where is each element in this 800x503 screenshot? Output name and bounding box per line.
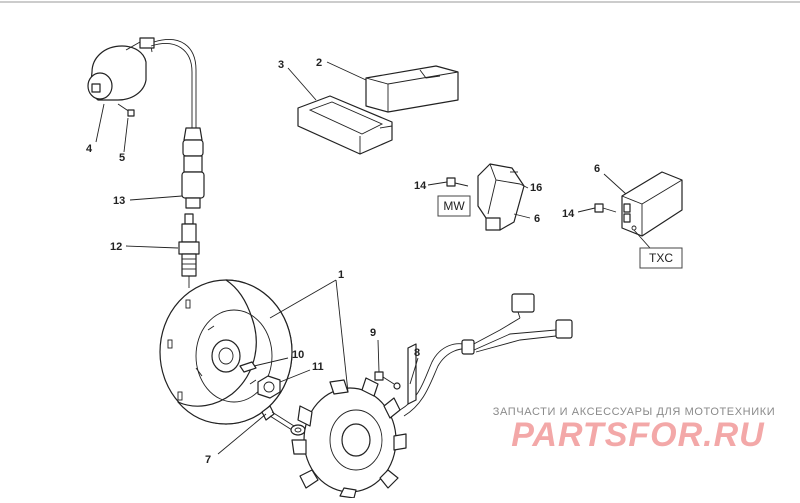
stator-screw-icon	[261, 405, 306, 436]
watermark: ЗАПЧАСТИ И АКСЕССУАРЫ ДЛЯ МОТОТЕХНИКИ PA…	[493, 406, 775, 454]
callout-1: 1	[338, 269, 344, 281]
flywheel-icon	[159, 279, 293, 425]
callout-8: 8	[414, 347, 420, 359]
plug-cap-icon	[181, 127, 205, 209]
flywheel-nut-icon	[257, 375, 281, 399]
callout-11: 11	[312, 361, 324, 373]
txc-box: TXC	[639, 247, 683, 269]
callout-6-txc: 6	[594, 163, 600, 175]
callout-6-mw: 6	[534, 213, 540, 225]
mw-box: MW	[437, 195, 471, 217]
callout-7: 7	[205, 454, 211, 466]
watermark-logo: PARTSFOR.RU	[511, 416, 765, 454]
callout-10: 10	[292, 349, 304, 361]
txc-bolt-icon	[594, 203, 617, 213]
stator-icon	[291, 377, 407, 499]
stator-harness-icon	[399, 293, 573, 417]
callout-14-mw: 14	[414, 180, 427, 192]
leader-lines	[95, 61, 651, 455]
callout-2: 2	[316, 57, 322, 69]
ignition-coil-icon	[87, 37, 197, 128]
mw-box-label: MW	[443, 199, 465, 213]
callout-13: 13	[113, 195, 125, 207]
watermark-tagline: ЗАПЧАСТИ И АКСЕССУАРЫ ДЛЯ МОТОТЕХНИКИ	[493, 406, 775, 418]
callout-16: 16	[530, 182, 542, 194]
spark-plug-icon	[178, 213, 200, 288]
coil-bolt-icon	[117, 103, 135, 117]
callout-3: 3	[278, 59, 284, 71]
callout-4: 4	[86, 143, 93, 155]
woodruff-key-icon	[239, 361, 257, 373]
harness-bolt-icon	[374, 371, 401, 390]
callout-9: 9	[370, 327, 376, 339]
mw-bolt-icon	[446, 177, 469, 187]
cdi-rubber-icon	[297, 95, 393, 155]
cdi-unit-icon	[365, 65, 459, 113]
callout-14-txc: 14	[562, 208, 575, 220]
regulator-mw-icon	[477, 163, 525, 231]
txc-box-label: TXC	[649, 251, 673, 265]
regulator-txc-icon	[621, 171, 683, 237]
callout-5: 5	[119, 152, 125, 164]
callouts: 1 2 3 4 5 6 6 7 8 9 10 11 12 13 14 14 16	[86, 57, 600, 466]
callout-12: 12	[110, 241, 122, 253]
